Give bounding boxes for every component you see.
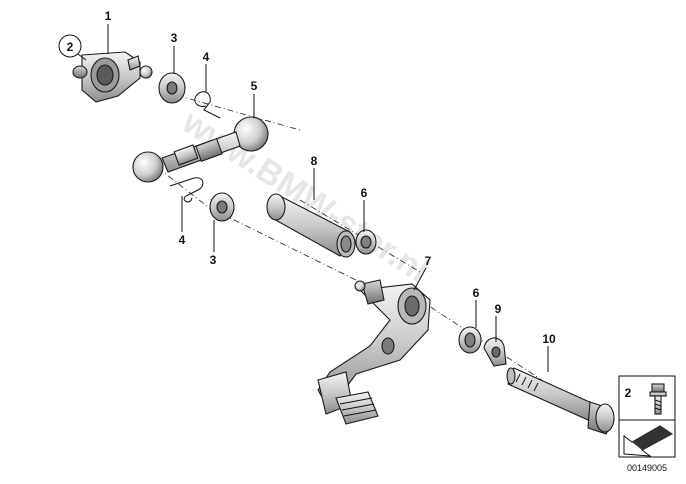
diagram-code: 00149005 — [627, 463, 667, 473]
part-8-sleeve — [266, 193, 356, 258]
bolt-icon — [649, 383, 667, 415]
callout-2: 2 — [67, 40, 74, 54]
callout-10: 10 — [542, 332, 556, 346]
part-3-washer-bottom — [209, 192, 235, 222]
part-3-washer-top — [158, 72, 186, 104]
callout-9: 9 — [495, 302, 502, 316]
part-5-ball-joint-rod — [132, 116, 269, 183]
leader-lines — [107, 24, 549, 372]
part-10-bolt — [506, 367, 615, 435]
arrow-icon — [623, 425, 673, 457]
part-4-circlip-top — [194, 91, 221, 119]
part-4-circlip-bottom — [169, 177, 204, 203]
callout-6-bottom: 6 — [473, 286, 480, 300]
callout-3-top: 3 — [171, 31, 178, 45]
callout-3-bottom: 3 — [210, 253, 217, 267]
callout-6-top: 6 — [361, 186, 368, 200]
legend-box: 2 — [618, 375, 676, 458]
callout-2-circle: 2 — [58, 34, 87, 61]
callout-4-bottom: 4 — [179, 233, 186, 247]
callout-4-top: 4 — [203, 50, 210, 64]
part-6-bush-top — [355, 229, 377, 255]
callout-8: 8 — [311, 154, 318, 168]
part-6-bush-bottom — [458, 326, 482, 354]
legend-number: 2 — [625, 386, 632, 400]
part-7-shift-lever — [317, 279, 431, 425]
callout-1: 1 — [105, 9, 112, 23]
callout-5: 5 — [251, 79, 258, 93]
callout-7: 7 — [425, 254, 432, 268]
part-9-lock-plate — [483, 337, 507, 367]
part-1-clamp — [72, 51, 153, 103]
